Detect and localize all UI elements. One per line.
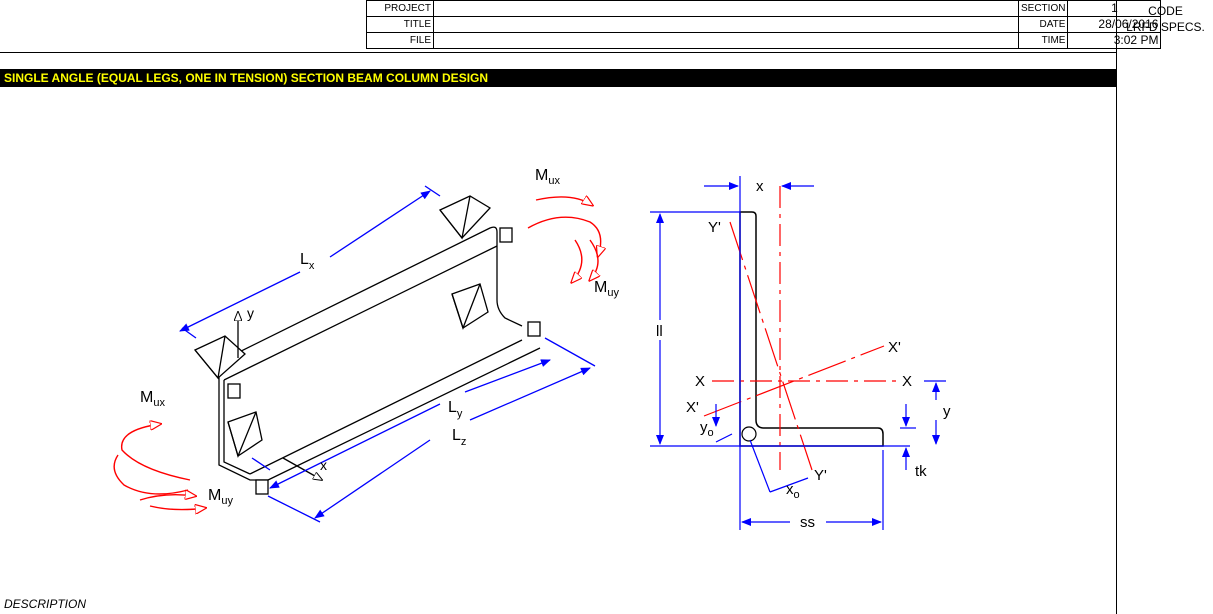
muy-top-label: Muy bbox=[594, 279, 619, 299]
ss-label: ss bbox=[800, 514, 815, 531]
y-prime-bottom-label: Y' bbox=[814, 467, 827, 484]
section-title-bar: SINGLE ANGLE (EQUAL LEGS, ONE IN TENSION… bbox=[0, 69, 1116, 87]
time-label: TIME bbox=[1017, 32, 1069, 49]
section-drawing bbox=[650, 176, 946, 530]
header-bottom-line bbox=[0, 52, 1116, 53]
x-prime-left-label: X' bbox=[686, 399, 699, 416]
section-labels: x ll Y' X' X X X' y yo Y' xo tk ss bbox=[656, 178, 951, 531]
muy-left-label: Muy bbox=[208, 487, 233, 507]
beam-near-inner bbox=[223, 380, 251, 475]
beam-drawing bbox=[193, 195, 541, 495]
x-axis-label: x bbox=[320, 457, 327, 473]
x-left-label: X bbox=[695, 373, 705, 390]
beam-dimensions bbox=[179, 185, 596, 523]
beam-bottom-inner bbox=[249, 339, 523, 475]
code-value: LRFD SPECS. bbox=[1126, 20, 1205, 34]
ll-label: ll bbox=[656, 323, 663, 340]
xo-label: xo bbox=[786, 481, 800, 501]
mux-top-label: Mux bbox=[535, 167, 560, 187]
y-axis-label: y bbox=[247, 305, 254, 321]
header-table: PROJECT SECTION 1 TITLE DATE 28/06/2016 … bbox=[366, 0, 1162, 49]
beam-labels: Lx Ly Lz y x Mux Muy Mux Muy bbox=[140, 167, 619, 507]
beam-top-edge bbox=[218, 226, 523, 363]
time-value[interactable]: 3:02 PM bbox=[1067, 32, 1162, 49]
code-block: CODE LRFD SPECS. bbox=[1118, 3, 1213, 35]
y-dim-label: y bbox=[943, 403, 951, 420]
tk-label: tk bbox=[915, 463, 927, 480]
lx-label: Lx bbox=[300, 251, 315, 272]
beam-mid-edge bbox=[223, 245, 498, 381]
description-label: DESCRIPTION bbox=[4, 597, 87, 611]
yo-label: yo bbox=[700, 419, 714, 439]
right-border-line bbox=[1116, 0, 1117, 614]
x-right-label: X bbox=[902, 373, 912, 390]
ly-label: Ly bbox=[448, 399, 463, 420]
x-prime-right-label: X' bbox=[888, 339, 901, 356]
date-value[interactable]: 28/06/2016 bbox=[1067, 16, 1162, 33]
moment-arrows bbox=[113, 197, 601, 510]
lz-label: Lz bbox=[452, 427, 466, 448]
code-label: CODE bbox=[1148, 4, 1183, 18]
mux-left-label: Mux bbox=[140, 389, 165, 409]
x-dim-label: x bbox=[756, 178, 764, 195]
y-prime-top-label: Y' bbox=[708, 219, 721, 236]
beam-bottom-edge bbox=[267, 347, 541, 481]
